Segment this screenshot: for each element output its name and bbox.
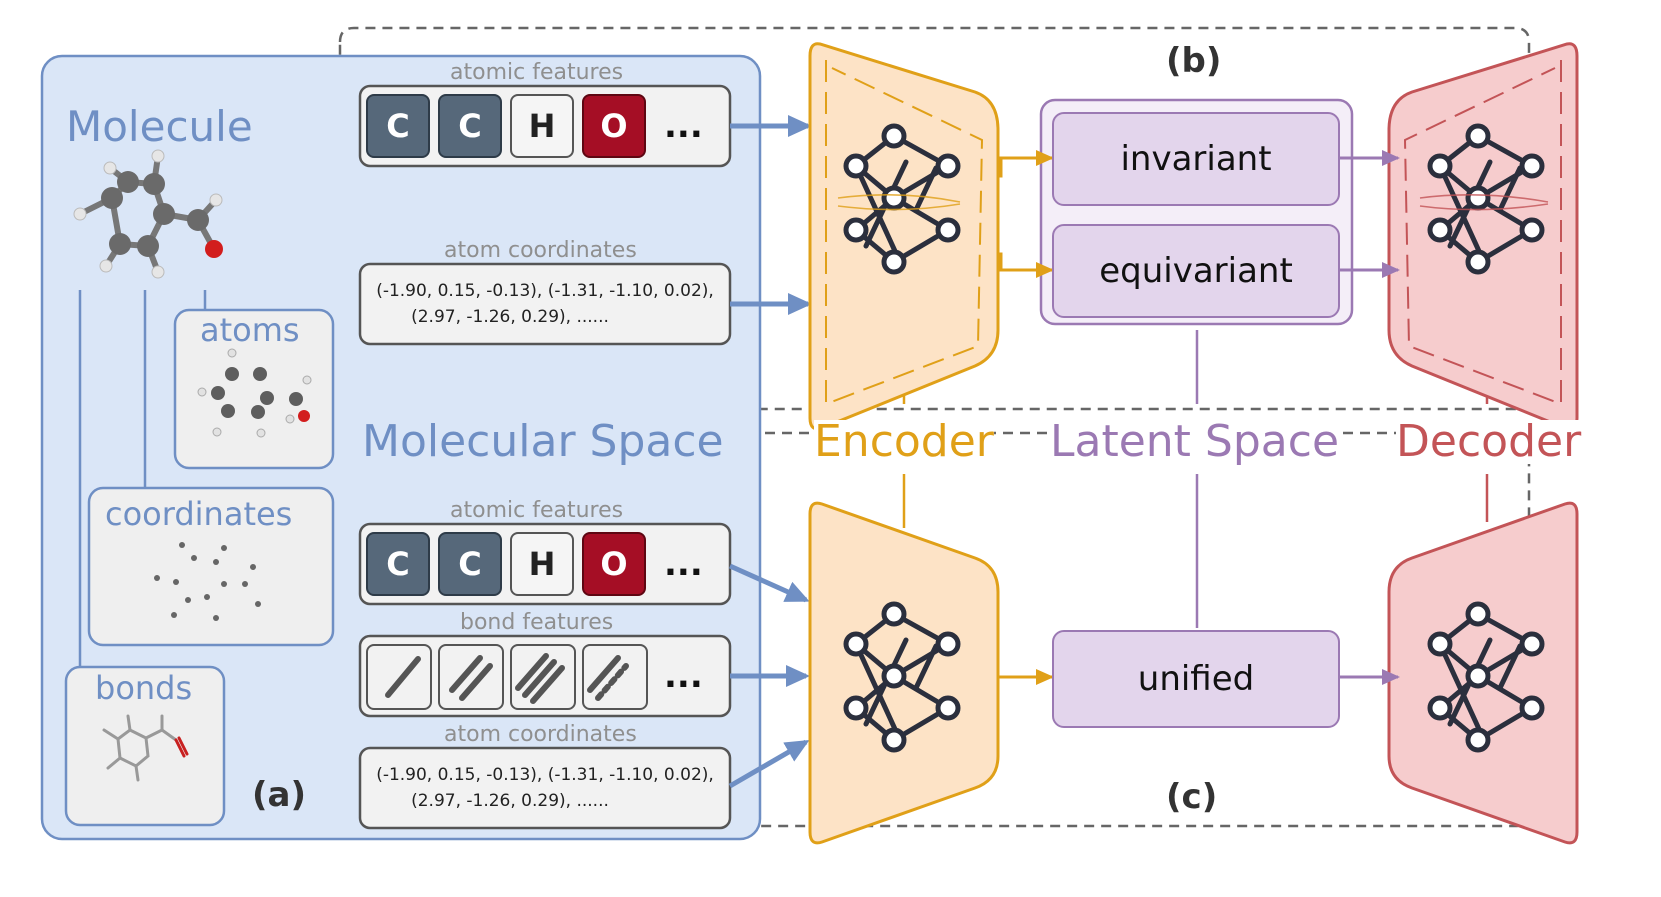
- panel-a-label: (a): [252, 775, 307, 815]
- bond-tile-triple: [510, 644, 576, 710]
- bottom-bond-ellipsis: ...: [664, 656, 703, 696]
- bond-tile-double: [438, 644, 504, 710]
- aromatic-bond-icon: [587, 655, 629, 701]
- unified-box: unified: [1052, 630, 1340, 728]
- triple-bond-icon: [515, 653, 565, 704]
- top-atom-tile-h: H: [510, 94, 574, 158]
- bottom-bond-features-label: bond features: [460, 610, 614, 635]
- top-decoder-shape: [1387, 42, 1579, 431]
- decoder-label: Decoder: [1396, 416, 1582, 467]
- top-atom-tile-c2: C: [438, 94, 502, 158]
- bottom-coords-line2: (2.97, -1.26, 0.29), ......: [411, 791, 609, 811]
- top-atom-coordinates-label: atom coordinates: [444, 238, 637, 263]
- equivariant-box: equivariant: [1052, 224, 1340, 318]
- bottom-atom-ellipsis: ...: [664, 544, 703, 584]
- bottom-atom-tile-c1: C: [366, 532, 430, 596]
- arrow-bottom-features: [728, 563, 810, 603]
- bottom-coords-line1: (-1.90, 0.15, -0.13), (-1.31, -1.10, 0.0…: [376, 765, 714, 785]
- bottom-atom-coordinates-label: atom coordinates: [444, 722, 637, 747]
- bottom-atom-tile-c2: C: [438, 532, 502, 596]
- bonds-label: bonds: [95, 669, 193, 707]
- atoms-label: atoms: [200, 311, 300, 349]
- bond-tile-single: [366, 644, 432, 710]
- bonds-box: [64, 665, 226, 827]
- top-atomic-features-label: atomic features: [450, 60, 624, 85]
- atoms-image: [197, 348, 312, 438]
- top-encoder-shape: [808, 42, 1000, 431]
- coordinates-image: [154, 542, 261, 621]
- top-atom-tile-o: O: [582, 94, 646, 158]
- bottom-atom-coordinates-box: [358, 746, 732, 830]
- arrow-bottom-coords: [728, 739, 810, 789]
- bottom-atom-tile-h: H: [510, 532, 574, 596]
- bonds-image: [102, 714, 189, 782]
- molecular-space-label: Molecular Space: [362, 416, 724, 467]
- double-bond-icon: [449, 655, 493, 701]
- coordinates-box: [87, 486, 335, 647]
- coordinates-label: coordinates: [105, 495, 293, 533]
- encoder-label: Encoder: [814, 416, 994, 467]
- invariant-box: invariant: [1052, 112, 1340, 206]
- panel-b-label: (b): [1166, 41, 1222, 81]
- molecule-3d-image: [73, 149, 223, 279]
- top-coords-line1: (-1.90, 0.15, -0.13), (-1.31, -1.10, 0.0…: [376, 281, 714, 301]
- top-coords-line2: (2.97, -1.26, 0.29), ......: [411, 307, 609, 327]
- latent-space-label: Latent Space: [1050, 416, 1340, 467]
- single-bond-icon: [385, 656, 421, 698]
- bottom-atom-tile-o: O: [582, 532, 646, 596]
- panel-c-label: (c): [1166, 777, 1218, 817]
- bottom-atomic-features-label: atomic features: [450, 498, 624, 523]
- bond-tile-aromatic: [582, 644, 648, 710]
- molecule-title: Molecule: [66, 102, 253, 151]
- top-atom-ellipsis: ...: [664, 106, 703, 146]
- top-atom-tile-c1: C: [366, 94, 430, 158]
